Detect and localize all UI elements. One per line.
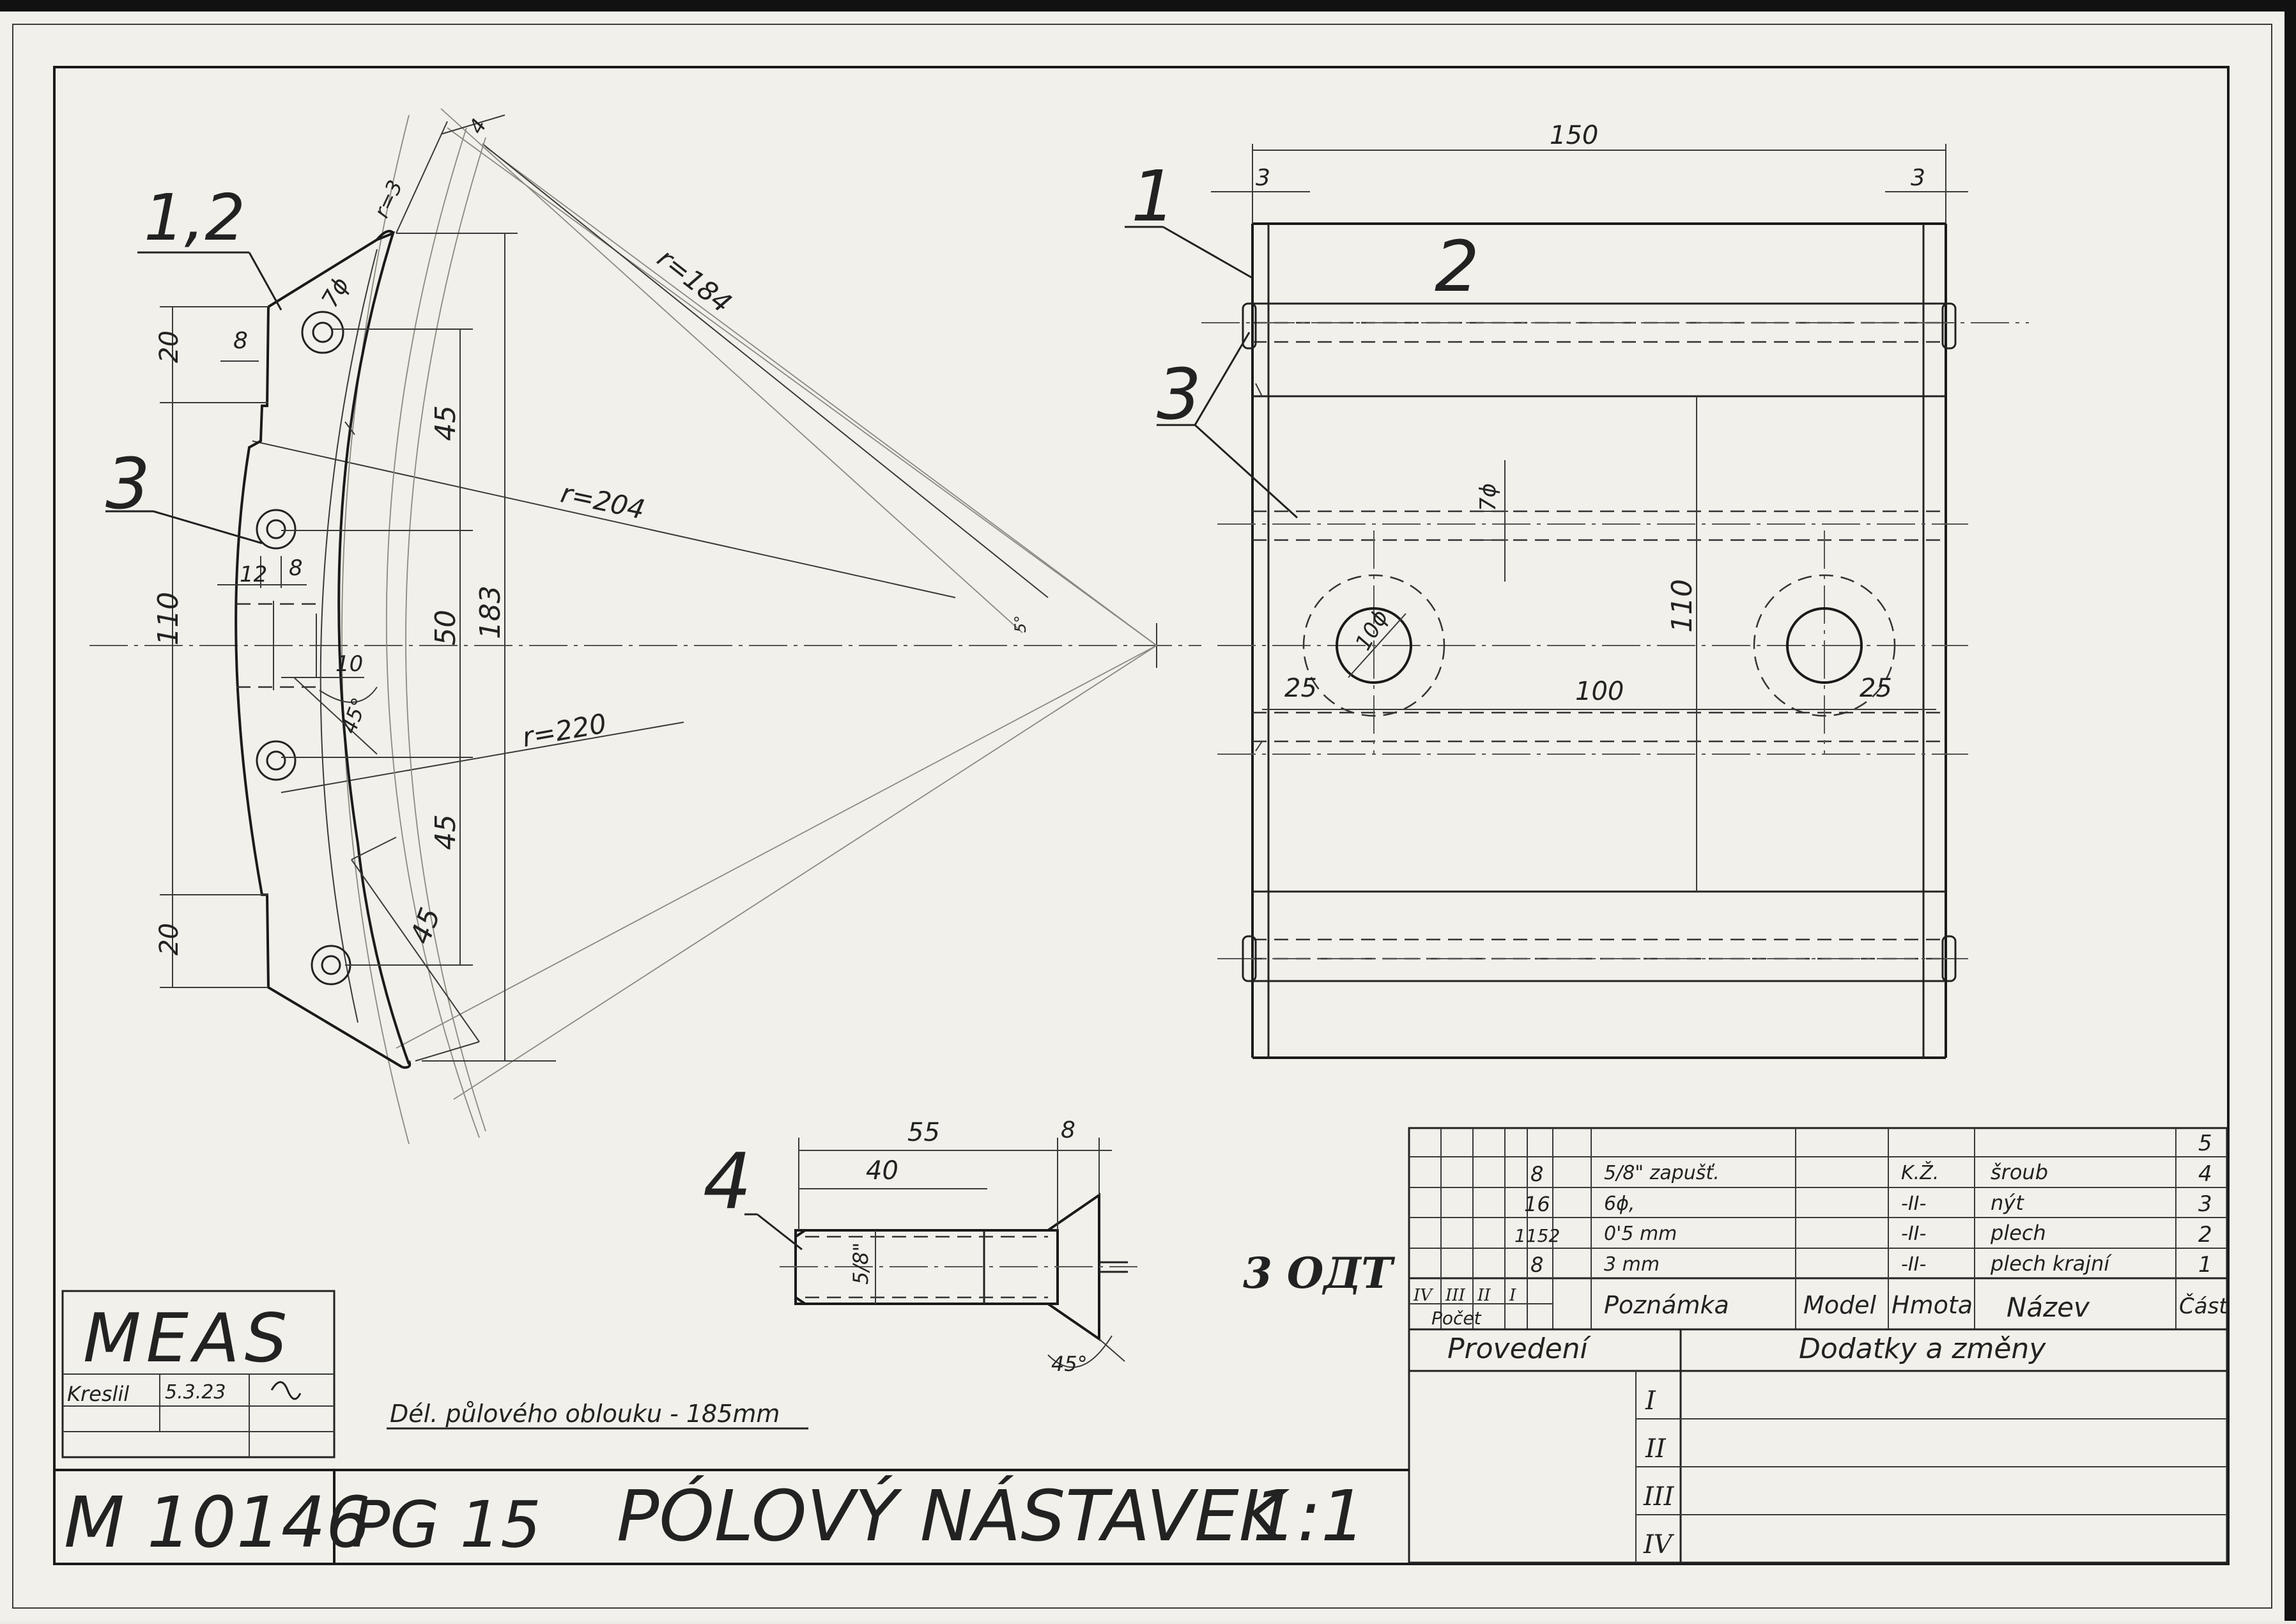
dim-5-degree: 5°: [1012, 615, 1029, 633]
changes-label: Dodatky a změny: [1799, 1333, 2046, 1365]
name-header: Název: [2007, 1292, 2090, 1323]
row4-part: 4: [2198, 1161, 2212, 1187]
hole-right-outline: [1753, 574, 1896, 717]
row4-name: šroub: [1991, 1160, 2048, 1184]
model-header: Model: [1803, 1291, 1877, 1319]
company-name: MEAS: [83, 1299, 292, 1377]
callout-3-left: 3: [105, 443, 150, 525]
row2-part: 2: [2198, 1222, 2212, 1248]
row1-name: plech krajní: [1990, 1251, 2112, 1276]
dim-25-right: 25: [1860, 674, 1892, 703]
count-col-iv: IV: [1413, 1286, 1433, 1305]
hole-left: [1336, 607, 1412, 684]
row5-part: 5: [2198, 1131, 2212, 1156]
count-label: Počet: [1431, 1308, 1482, 1329]
row1-note: 3 mm: [1604, 1253, 1660, 1276]
pole-shoe-outer-edge: [235, 306, 404, 1069]
part-title: PÓLOVÝ NÁSTAVEK: [617, 1474, 1290, 1557]
dim-20-top: 20: [155, 330, 184, 363]
note-header: Poznámka: [1604, 1291, 1729, 1319]
row1-count: 8: [1530, 1253, 1543, 1277]
revision-ii: II: [1645, 1434, 1667, 1464]
execution-label: Provedení: [1447, 1333, 1592, 1365]
callout-1-right: 1: [1131, 155, 1176, 237]
revision-iii: III: [1643, 1482, 1675, 1512]
dim-100: 100: [1575, 677, 1624, 706]
row3-part: 3: [2198, 1191, 2212, 1217]
dim-55: 55: [907, 1118, 940, 1147]
pole-shoe-inner-edge: [267, 231, 410, 1065]
dim-110-left: 110: [152, 592, 185, 646]
drawn-date: 5.3.23: [165, 1381, 226, 1404]
arc-length-note: Dél. půlového oblouku - 185mm: [390, 1400, 780, 1428]
dim-3-right: 3: [1911, 165, 1925, 191]
revision-iv: IV: [1643, 1530, 1675, 1559]
dim-20-bottom: 20: [155, 923, 184, 955]
dim-40: 40: [866, 1156, 898, 1186]
row1-part: 1: [2198, 1252, 2212, 1278]
blue-stamp: 3 ОДТ: [1243, 1248, 1396, 1298]
row3-name: nýt: [1991, 1191, 2024, 1215]
callout-3-right: 3: [1157, 353, 1201, 435]
row2-material: -II-: [1901, 1223, 1926, 1245]
dim-50: 50: [429, 610, 462, 646]
drawn-label: Kreslil: [67, 1382, 129, 1406]
dim-10: 10: [335, 651, 363, 677]
scan-edge-top: [0, 0, 2296, 12]
parts-list: IV III II I Počet Poznámka Model Hmota N…: [1408, 1127, 2228, 1331]
dim-45-lower: 45: [429, 814, 462, 850]
dim-110-right: 110: [1666, 579, 1699, 633]
row3-count: 16: [1524, 1192, 1550, 1216]
dim-150: 150: [1550, 121, 1598, 150]
count-col-i: I: [1509, 1286, 1516, 1305]
dim-8-screw: 8: [1061, 1117, 1075, 1143]
part-header: Část: [2179, 1293, 2228, 1319]
type-code: PG 15: [351, 1487, 541, 1562]
row4-count: 8: [1530, 1162, 1543, 1186]
callout-4: 4: [703, 1138, 751, 1226]
row3-material: -II-: [1901, 1193, 1926, 1215]
material-header: Hmota: [1892, 1291, 1973, 1319]
row4-material: K.Ž.: [1901, 1161, 1939, 1184]
hole-left-outline: [1302, 574, 1445, 717]
hole-right: [1786, 607, 1863, 684]
dim-7-diameter-right: 7ϕ: [1475, 483, 1501, 511]
dim-45-upper: 45: [429, 405, 462, 441]
dim-8-top: 8: [233, 328, 248, 354]
row1-material: -II-: [1901, 1253, 1926, 1276]
revisions-table: Provedení Dodatky a změny I II III IV: [1408, 1328, 2228, 1564]
dim-25-left: 25: [1284, 674, 1317, 703]
dim-183: 183: [474, 585, 507, 639]
drawing-number: M 10146: [64, 1481, 371, 1563]
dim-thread: 5/8": [849, 1242, 873, 1285]
dim-12: 12: [240, 562, 267, 587]
outer-border: [12, 24, 2272, 1609]
left-view: 1,2 3 20 8 7ϕ r=3 4 45 110 50 183 12 8 1…: [89, 108, 1201, 1145]
screw-view: 4 55 40 8 5/8" 45°: [703, 1117, 1137, 1376]
row2-name: plech: [1990, 1221, 2046, 1245]
revision-i: I: [1645, 1386, 1656, 1416]
scan-edge-right: [2284, 0, 2296, 1621]
row3-note: 6ϕ,: [1604, 1193, 1635, 1215]
row2-note: 0'5 mm: [1604, 1223, 1677, 1245]
count-col-iii: III: [1445, 1286, 1466, 1305]
drawing-frame: [53, 66, 2230, 1565]
callout-2-right: 2: [1435, 226, 1479, 307]
callout-1-2: 1,2: [144, 180, 245, 255]
dim-45-degree-screw: 45°: [1051, 1352, 1088, 1376]
count-col-ii: II: [1477, 1286, 1491, 1305]
dim-3-left: 3: [1256, 165, 1270, 191]
dim-8-mid: 8: [289, 555, 303, 581]
drawn-signature: [270, 1381, 302, 1400]
row2-count: 1152: [1514, 1225, 1560, 1246]
scale: 1:1: [1252, 1475, 1366, 1557]
row4-note: 5/8" zapušť.: [1604, 1162, 1720, 1184]
title-block: MEAS Kreslil 5.3.23 M 10146 PG 15 PÓLOVÝ…: [54, 1248, 1409, 1564]
